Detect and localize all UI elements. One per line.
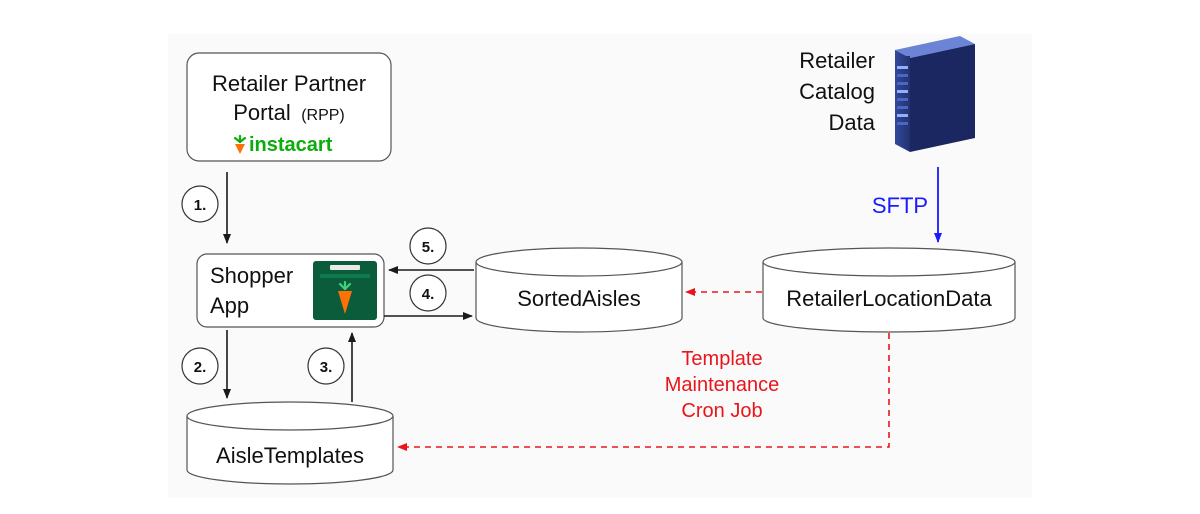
svg-text:Cron Job: Cron Job <box>681 400 762 422</box>
server-slot <box>897 82 908 85</box>
sorted-aisles-db: SortedAisles <box>475 247 683 333</box>
server-slot <box>897 74 908 77</box>
sorted-aisles-label: SortedAisles <box>517 286 641 311</box>
aisle-templates-db: AisleTemplates <box>186 401 394 485</box>
shopper-app-line2: App <box>210 293 249 318</box>
catalog-line2: Catalog <box>799 79 875 104</box>
server-rack-icon <box>895 36 975 152</box>
instacart-wordmark: instacart <box>249 134 333 156</box>
svg-text:1.: 1. <box>194 197 207 214</box>
step-marker-5: 5. <box>409 227 447 265</box>
svg-text:3.: 3. <box>320 359 333 376</box>
svg-text:4.: 4. <box>422 286 435 303</box>
step-marker-1: 1. <box>181 185 219 223</box>
rpp-node: Retailer Partner Portal (RPP) instacart <box>186 52 392 162</box>
svg-text:Template: Template <box>681 348 762 370</box>
aisle-templates-label: AisleTemplates <box>216 443 364 468</box>
carrot-logo-icon <box>233 134 247 154</box>
instacart-logo: instacart <box>233 134 333 156</box>
server-slot <box>897 106 908 109</box>
sftp-label: SFTP <box>872 193 928 218</box>
step-marker-3: 3. <box>307 347 345 385</box>
server-slot <box>897 122 908 125</box>
step-marker-4: 4. <box>409 274 447 312</box>
rpp-title-line1: Retailer Partner <box>212 71 366 96</box>
arrow-cron-to-aisletemplates <box>397 333 890 451</box>
retailer-location-data-db: RetailerLocationData <box>762 247 1016 333</box>
server-slot <box>897 90 908 93</box>
catalog-line1: Retailer <box>799 48 875 73</box>
svg-text:5.: 5. <box>422 239 435 256</box>
server-slot <box>897 98 908 101</box>
server-slot <box>897 114 908 117</box>
cron-job-label: Template Maintenance Cron Job <box>665 348 780 422</box>
retailer-catalog-node: Retailer Catalog Data <box>799 36 975 152</box>
shopper-app-line1: Shopper <box>210 263 293 288</box>
rpp-title-line2: Portal (RPP) <box>233 100 345 125</box>
step-marker-2: 2. <box>181 347 219 385</box>
shopper-app-node: Shopper App <box>196 253 385 328</box>
svg-text:2.: 2. <box>194 359 207 376</box>
svg-text:Maintenance: Maintenance <box>665 374 780 396</box>
catalog-line3: Data <box>829 110 876 135</box>
server-slot <box>897 66 908 69</box>
shopper-bag-icon <box>313 261 377 320</box>
retailer-location-data-label: RetailerLocationData <box>786 286 992 311</box>
